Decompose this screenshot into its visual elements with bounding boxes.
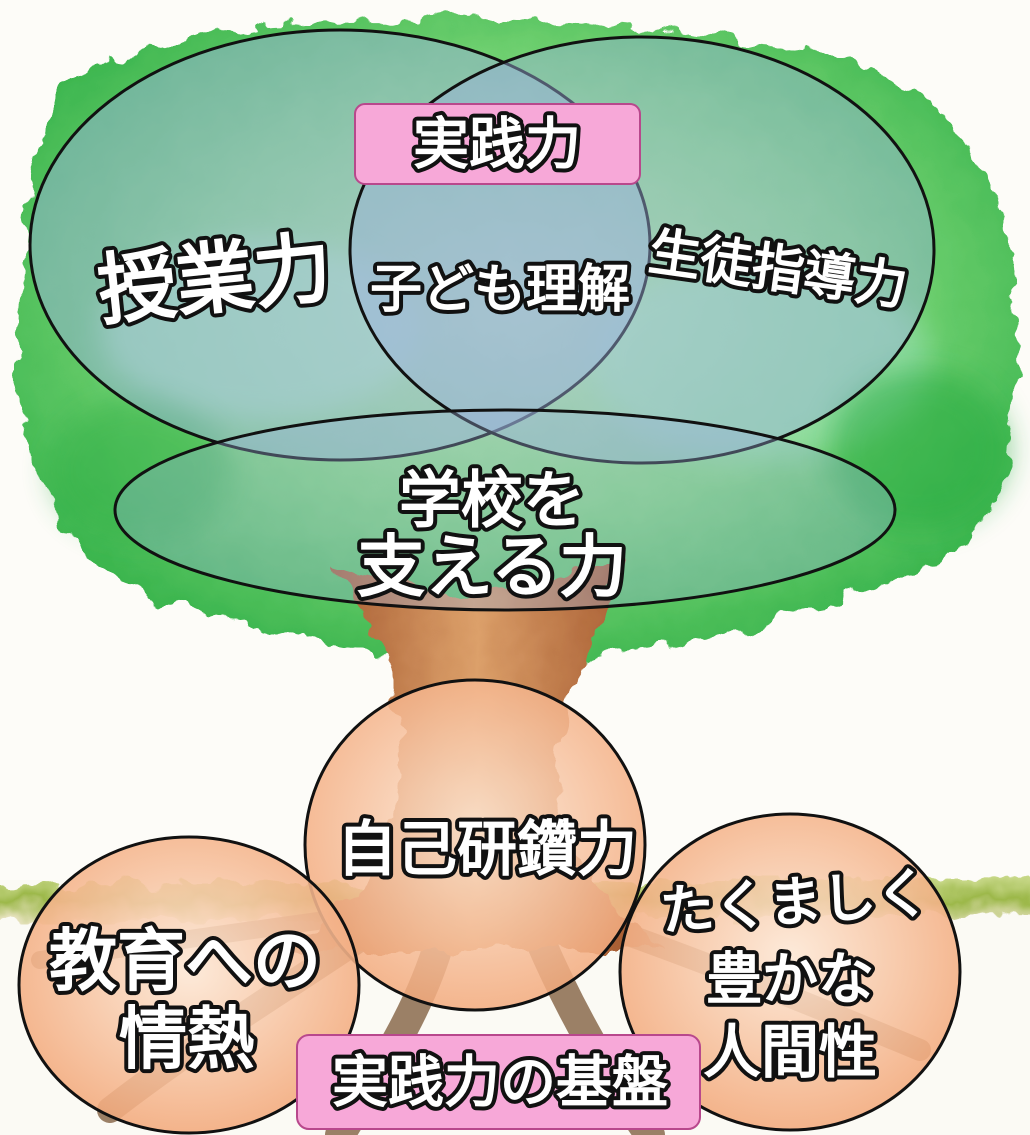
foundation-box [296,1034,701,1130]
foundation-label: 実践力の基盤 [296,1034,701,1130]
school-support-label-line1: 学校を [399,464,585,537]
passion-label-line2: 情熱 [119,1001,255,1080]
foundation-text: 実践力の基盤 [332,1051,668,1116]
self-improvement-label: 自己研鑽力 [337,815,637,885]
school-support-ellipse [113,408,897,612]
foliage-shadow-left [50,400,230,540]
school-support-label-line2: 支える力 [357,529,627,608]
competency-ellipses [28,28,936,612]
foliage-shadow-right [830,370,1010,530]
practical-power-text: 実践力 [413,113,581,178]
passion-label-line1: 教育への [49,923,321,1002]
humanity-label-line2: 豊かな [706,948,874,1013]
child-understanding-label: 子ども理解 [370,260,630,320]
humanity-label-line3: 人間性 [703,1018,877,1086]
foundation-circles [17,678,962,1135]
passion-circle [17,835,361,1135]
practical-power-box [354,103,641,185]
self-improvement-circle [303,678,647,1012]
practical-power-label: 実践力 [354,103,641,185]
humanity-circle [618,812,962,1132]
